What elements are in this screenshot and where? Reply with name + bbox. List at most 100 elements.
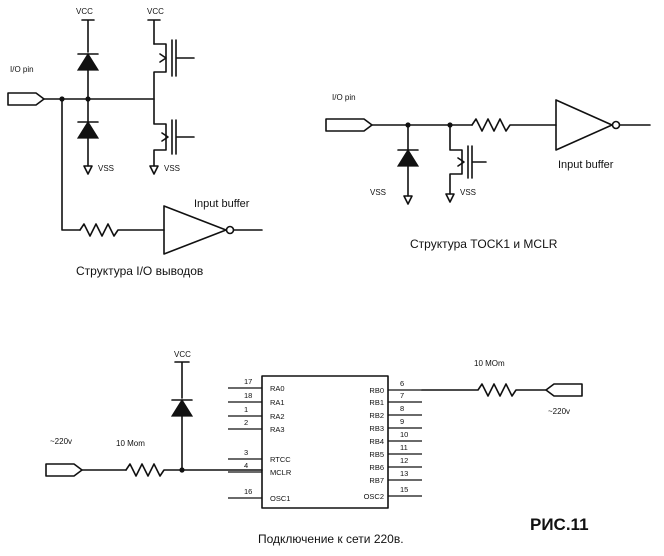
resistor-icon xyxy=(471,118,557,132)
ground-icon xyxy=(83,165,93,175)
vss-label-4: VSS xyxy=(460,188,476,197)
vss-label-3: VSS xyxy=(370,188,386,197)
pin-number: 12 xyxy=(400,456,408,465)
pin-number: 13 xyxy=(400,469,408,478)
pin-name: RA1 xyxy=(270,398,285,407)
pin-name: RB1 xyxy=(369,398,384,407)
nmos-transistor-icon xyxy=(449,124,487,195)
resistor-left-label: 10 Mom xyxy=(116,439,145,448)
io-pin-connector xyxy=(325,118,373,132)
pin-name: RB0 xyxy=(369,386,384,395)
tock1-mclr-diagram: I/O pin VSS VSS Input buffer Структура T… xyxy=(325,93,651,251)
diode-icon xyxy=(76,120,100,139)
pin-number: 3 xyxy=(244,448,248,457)
inverter-bubble xyxy=(611,120,621,130)
pin-name: OSC2 xyxy=(364,492,384,501)
vcc-rail-1 xyxy=(81,19,95,53)
pin-name: RB5 xyxy=(369,450,384,459)
junction-dot xyxy=(179,467,185,473)
vss-label-1: VSS xyxy=(98,164,114,173)
pin-name: MCLR xyxy=(270,468,292,477)
pin-number: 10 xyxy=(400,430,408,439)
figure-label: РИС.11 xyxy=(530,515,589,534)
output-voltage-label: ~220v xyxy=(548,407,570,416)
input-buffer-icon xyxy=(555,99,613,151)
pin-number: 8 xyxy=(400,404,404,413)
microcontroller-chip xyxy=(261,375,389,509)
io-pin-label: I/O pin xyxy=(10,65,34,74)
mains-input-connector xyxy=(45,463,83,477)
pin-number: 9 xyxy=(400,417,404,426)
vcc-label-2: VCC xyxy=(147,7,164,16)
pin-name: RB2 xyxy=(369,411,384,420)
diode-icon xyxy=(396,148,420,167)
pin-number: 2 xyxy=(244,418,248,427)
ground-icon xyxy=(403,195,413,205)
io-pin-connector xyxy=(7,92,45,106)
pin-number: 15 xyxy=(400,485,408,494)
vcc-label-3: VCC xyxy=(174,350,191,359)
right-pin-group: 6RB07RB18RB29RB310RB411RB512RB613RB715OS… xyxy=(364,379,422,501)
pin-name: RTCC xyxy=(270,455,291,464)
input-buffer-label: Input buffer xyxy=(194,198,250,210)
resistor-icon xyxy=(79,223,165,237)
resistor-icon xyxy=(421,383,547,397)
diode-icon xyxy=(170,398,194,417)
pin-number: 6 xyxy=(400,379,404,388)
resistor-right-label: 10 MOm xyxy=(474,359,505,368)
pin-number: 17 xyxy=(244,377,252,386)
input-voltage-label: ~220v xyxy=(50,437,72,446)
io-structure-diagram: I/O pin VCC VSS VCC xyxy=(7,7,263,278)
pin-number: 18 xyxy=(244,391,252,400)
pin-name: RB7 xyxy=(369,476,384,485)
io-structure-caption: Структура I/O выводов xyxy=(76,264,203,278)
pin-number: 7 xyxy=(400,391,404,400)
vss-label-2: VSS xyxy=(164,164,180,173)
tock1-mclr-caption: Структура TOCK1 и MCLR xyxy=(410,237,558,251)
pin-name: RA0 xyxy=(270,384,285,393)
wire xyxy=(61,98,81,231)
vcc-rail-3 xyxy=(174,361,190,399)
ground-icon xyxy=(149,165,159,175)
vcc-rail-2 xyxy=(147,19,161,45)
mains-connection-diagram: VCC ~220v 10 Mom 17RA018RA11RA22RA33RTCC… xyxy=(45,350,583,546)
resistor-icon xyxy=(125,463,263,477)
inverter-bubble xyxy=(225,225,235,235)
input-buffer-label-2: Input buffer xyxy=(558,159,614,171)
pin-name: RB4 xyxy=(369,437,384,446)
pin-name: RB6 xyxy=(369,463,384,472)
diode-icon xyxy=(76,52,100,71)
ground-icon xyxy=(445,193,455,203)
input-buffer-icon xyxy=(163,205,227,255)
mains-connection-caption: Подключение к сети 220в. xyxy=(258,532,404,546)
pmos-transistor-icon xyxy=(153,39,195,100)
pin-number: 16 xyxy=(244,487,252,496)
pin-name: RA3 xyxy=(270,425,285,434)
pin-name: RB3 xyxy=(369,424,384,433)
io-pin-label-2: I/O pin xyxy=(332,93,356,102)
mains-output-connector xyxy=(545,383,583,397)
pin-number: 1 xyxy=(244,405,248,414)
vcc-label-1: VCC xyxy=(76,7,93,16)
pin-name: RA2 xyxy=(270,412,285,421)
nmos-transistor-icon xyxy=(153,98,195,167)
pin-number: 11 xyxy=(400,443,408,452)
